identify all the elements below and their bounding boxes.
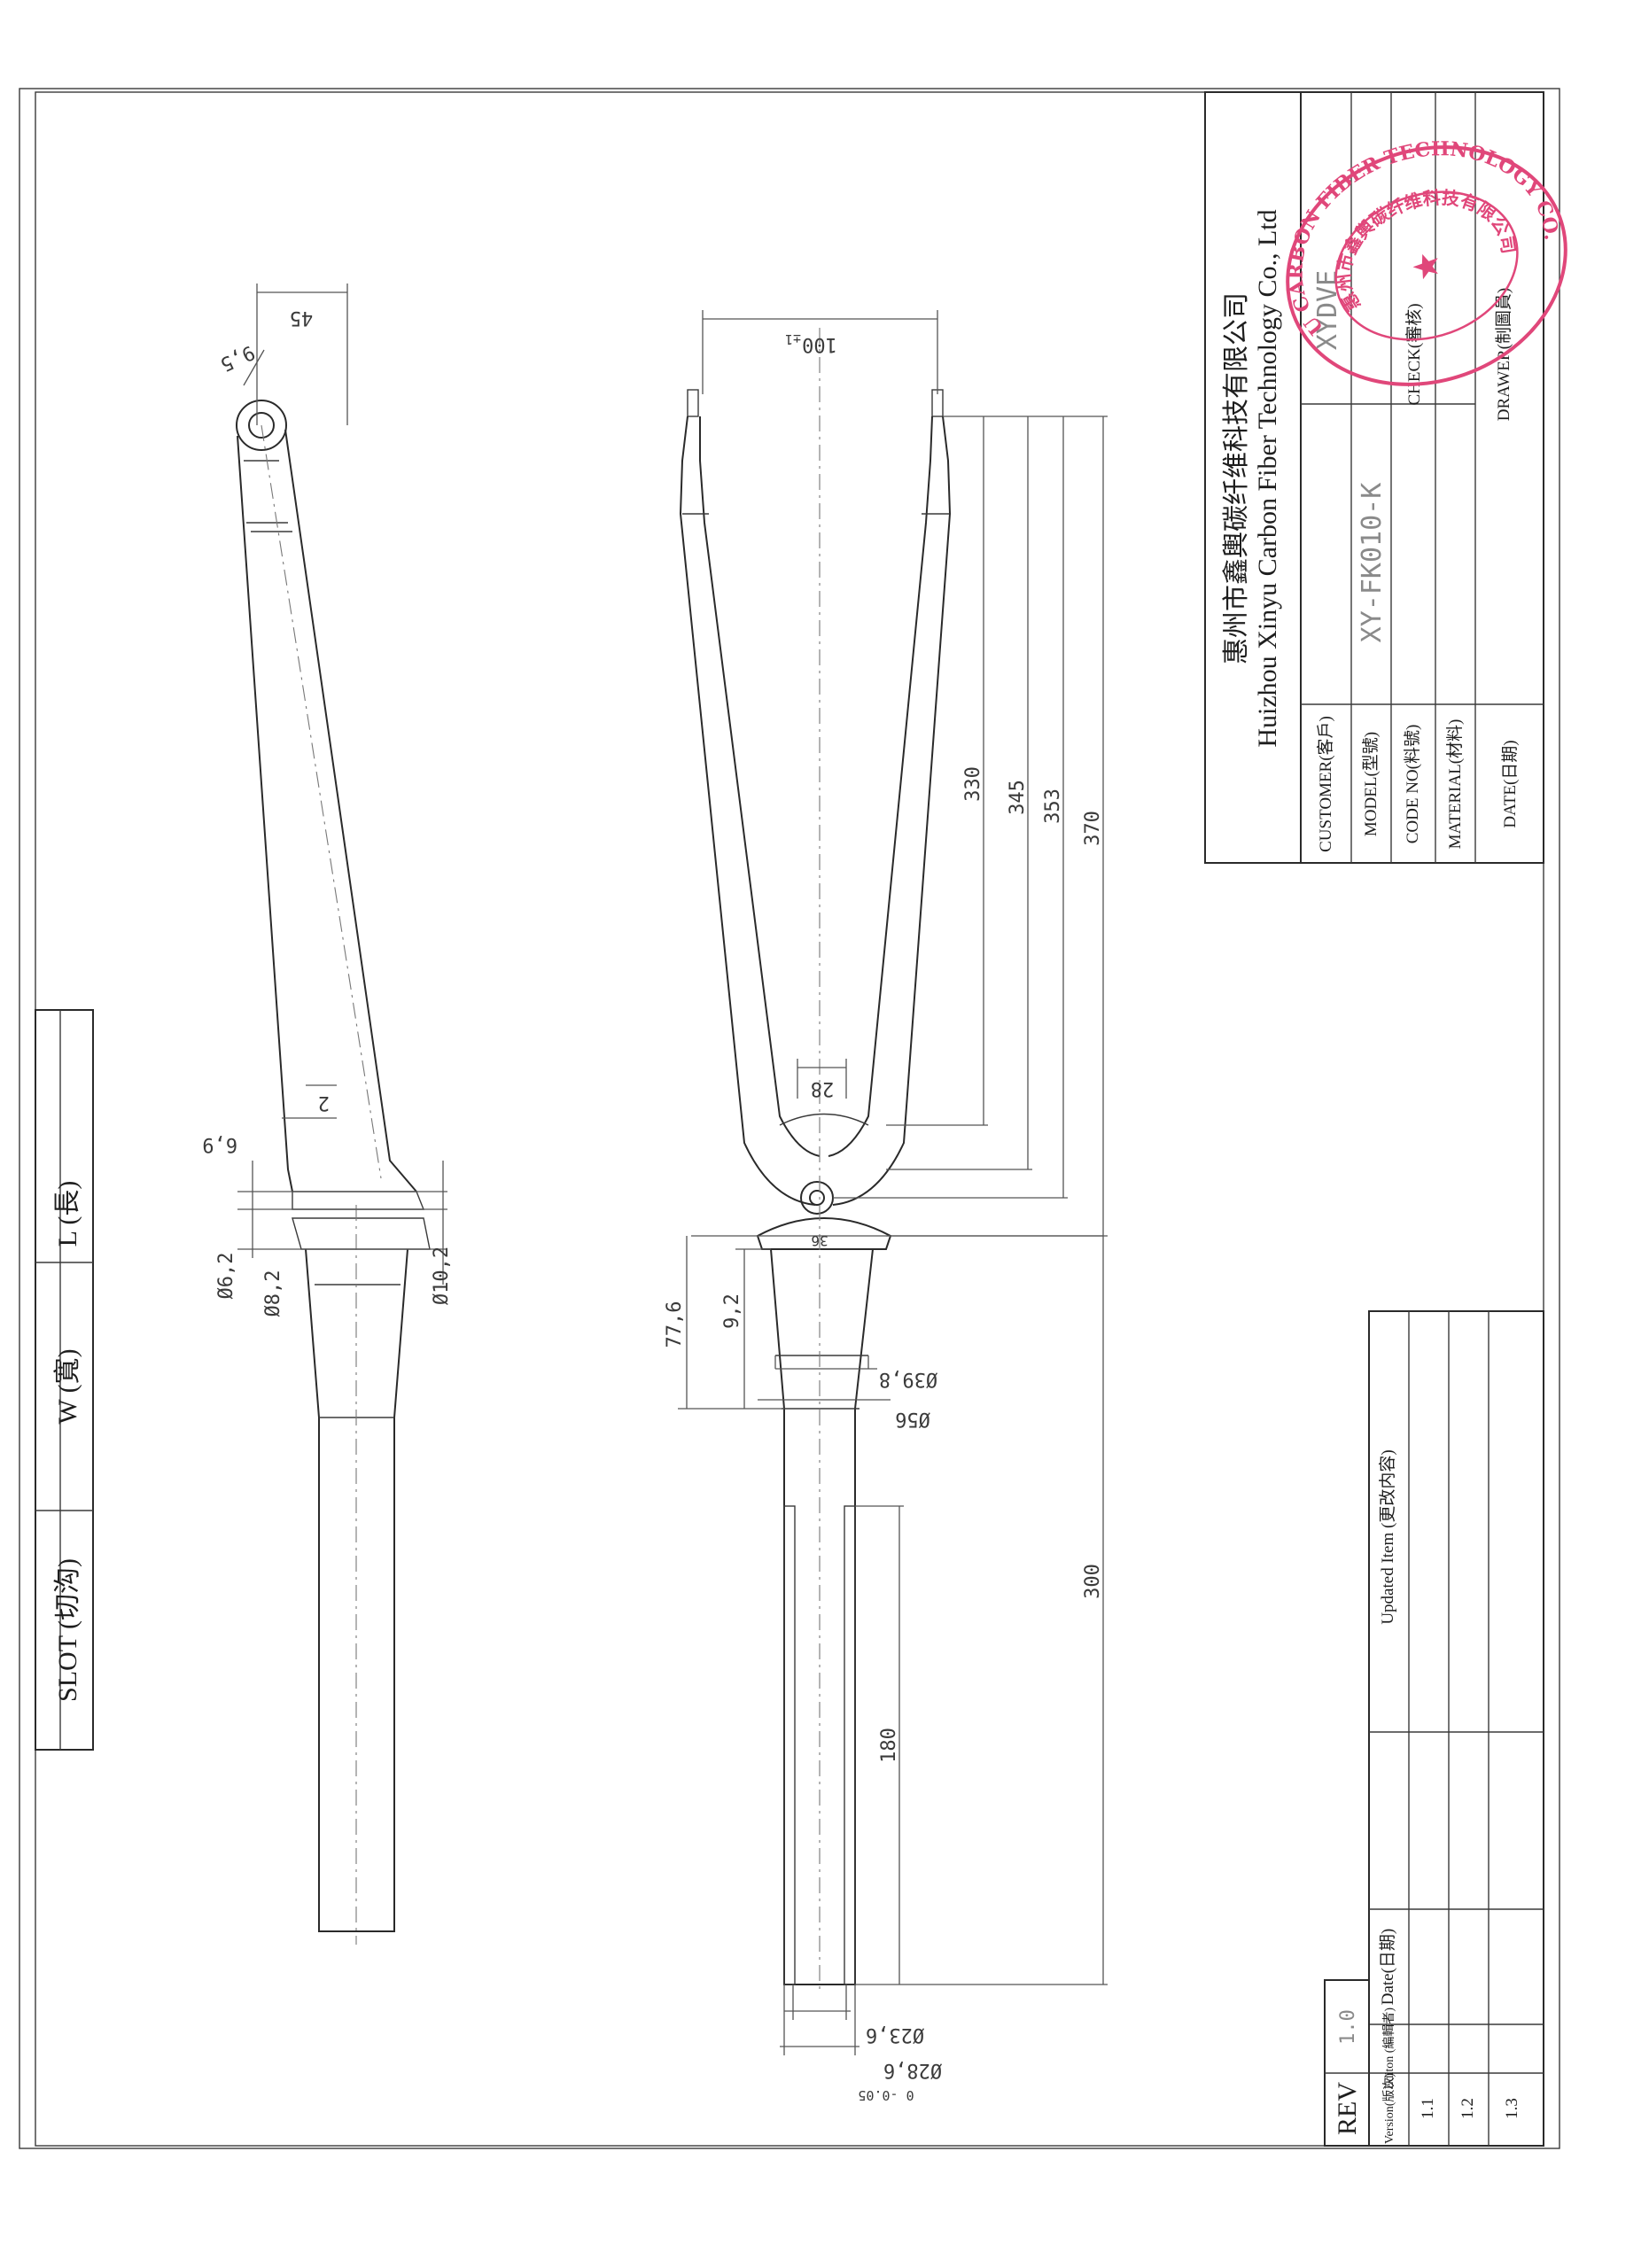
dim-77-6: 77,6 — [664, 1301, 686, 1348]
dim-phi-56: Ø56 — [895, 1408, 930, 1430]
rev-label: REV — [1333, 2082, 1362, 2135]
dim-300: 300 — [1082, 1564, 1104, 1599]
slot-table: L (長) W (寬) SLOT (切沟) — [35, 1009, 94, 1751]
side-view-dimensions: 45 9,5 2 6,9 Ø6,2 Ø8,2 Ø10,2 — [202, 284, 453, 1317]
dim-45: 45 — [290, 307, 314, 329]
slot-width-label: W (寬) — [53, 1348, 82, 1424]
version-header: Version(版次) — [1382, 2073, 1396, 2144]
code-label: CODE NO(料號) — [1403, 725, 1422, 844]
stamp-star-icon — [1412, 253, 1438, 280]
dim-phi-6-2: Ø6,2 — [215, 1253, 237, 1300]
model-value: XY-FK010-K — [1357, 483, 1388, 643]
brake-mount-inner — [809, 1190, 825, 1206]
dim-phi-28-6-tol: 0 -0.05 — [858, 2087, 914, 2103]
dim-phi-28-6: Ø28,6 — [883, 2059, 942, 2081]
dim-28: 28 — [811, 1077, 835, 1099]
fork-side-view — [236, 400, 431, 1945]
dim-370: 370 — [1082, 811, 1104, 846]
dim-6-9: 6,9 — [202, 1133, 237, 1155]
front-view-dimensions: 100 ±1 330 345 353 370 28 36 77,6 9,2 Ø3… — [664, 310, 1108, 2103]
slot-length-label: L (長) — [53, 1181, 82, 1247]
dim-353: 353 — [1042, 788, 1064, 824]
dim-phi-8-2: Ø8,2 — [262, 1270, 284, 1317]
dropout-inner — [248, 412, 275, 439]
fork-front-view — [679, 328, 952, 1989]
dim-9-5: 9,5 — [216, 340, 258, 375]
updated-item-header: Updated Item (更改内容) — [1378, 1449, 1397, 1624]
dim-phi-23-6: Ø23,6 — [866, 2023, 924, 2046]
rev-value: 1.0 — [1337, 2009, 1359, 2045]
dim-phi-39-8: Ø39,8 — [879, 1368, 937, 1390]
check-label: CHECK(審核) — [1404, 303, 1424, 405]
dim-9-2: 9,2 — [721, 1293, 743, 1329]
slot-label: SLOT (切沟) — [53, 1558, 82, 1702]
dim-330: 330 — [962, 766, 984, 802]
dim-345: 345 — [1007, 780, 1029, 815]
company-name-en: Huizhou Xinyu Carbon Fiber Technology Co… — [1253, 209, 1282, 747]
version-row-1: 1.1 — [1419, 2098, 1437, 2119]
customer-value: XYDVE — [1312, 270, 1343, 350]
dim-180: 180 — [878, 1728, 900, 1763]
edition-header: Editon (編輯者) — [1382, 2008, 1396, 2089]
dim-100-tol: ±1 — [785, 331, 801, 347]
dropout-outer — [236, 400, 287, 451]
dim-phi-10-2: Ø10,2 — [431, 1247, 453, 1305]
material-label: MATERIAL(材料) — [1445, 719, 1465, 850]
brake-mount-outer — [800, 1181, 834, 1215]
dim-36: 36 — [811, 1232, 828, 1249]
date-label: DATE(日期) — [1500, 740, 1520, 827]
sheet-border — [19, 88, 1560, 2149]
date-header: Date(日期) — [1378, 1929, 1397, 2006]
version-row-2: 1.2 — [1458, 2098, 1477, 2119]
revision-table: REV 1.0 Version(版次) Editon (編輯者) Date(日期… — [1324, 1310, 1544, 2147]
dim-2: 2 — [318, 1091, 330, 1114]
dim-100: 100 — [802, 333, 837, 355]
title-block: 惠州市鑫輿碳纤维科技有限公司 Huizhou Xinyu Carbon Fibe… — [1204, 91, 1544, 864]
company-name-cn: 惠州市鑫輿碳纤维科技有限公司 — [1222, 292, 1251, 664]
customer-label: CUSTOMER(客戶) — [1316, 716, 1335, 852]
version-row-3: 1.3 — [1503, 2098, 1521, 2119]
company-stamp: XINYU CARBON FIBER TECHNOLOGY CO., LTD. … — [1250, 99, 1570, 386]
model-label: MODEL(型號) — [1361, 732, 1381, 836]
